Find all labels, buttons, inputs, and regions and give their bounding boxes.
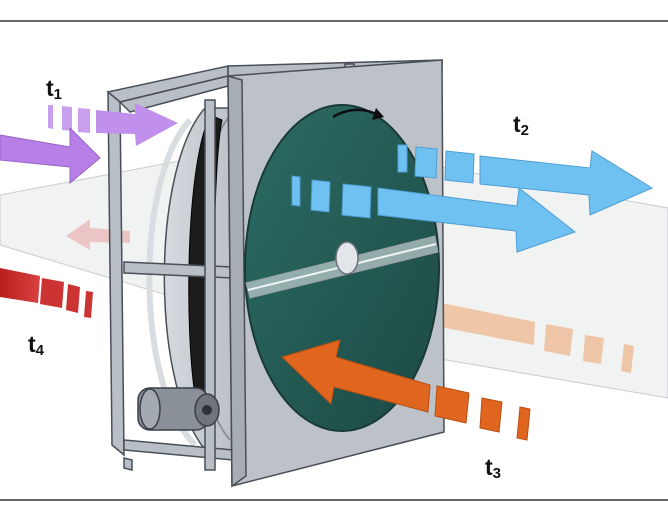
label-t2: t2 <box>513 111 529 139</box>
label-t4: t4 <box>28 331 45 359</box>
purple-intake-stream <box>0 103 178 185</box>
rotation-arrow-icon <box>332 108 384 120</box>
wheel-hub <box>335 241 359 275</box>
label-t3: t3 <box>485 454 501 482</box>
red-exhaust-stream <box>0 268 93 318</box>
motor-icon <box>137 387 220 431</box>
label-t1: t1 <box>46 75 62 103</box>
orange-return-stream <box>281 339 531 441</box>
blue-supply-stream <box>291 144 654 253</box>
